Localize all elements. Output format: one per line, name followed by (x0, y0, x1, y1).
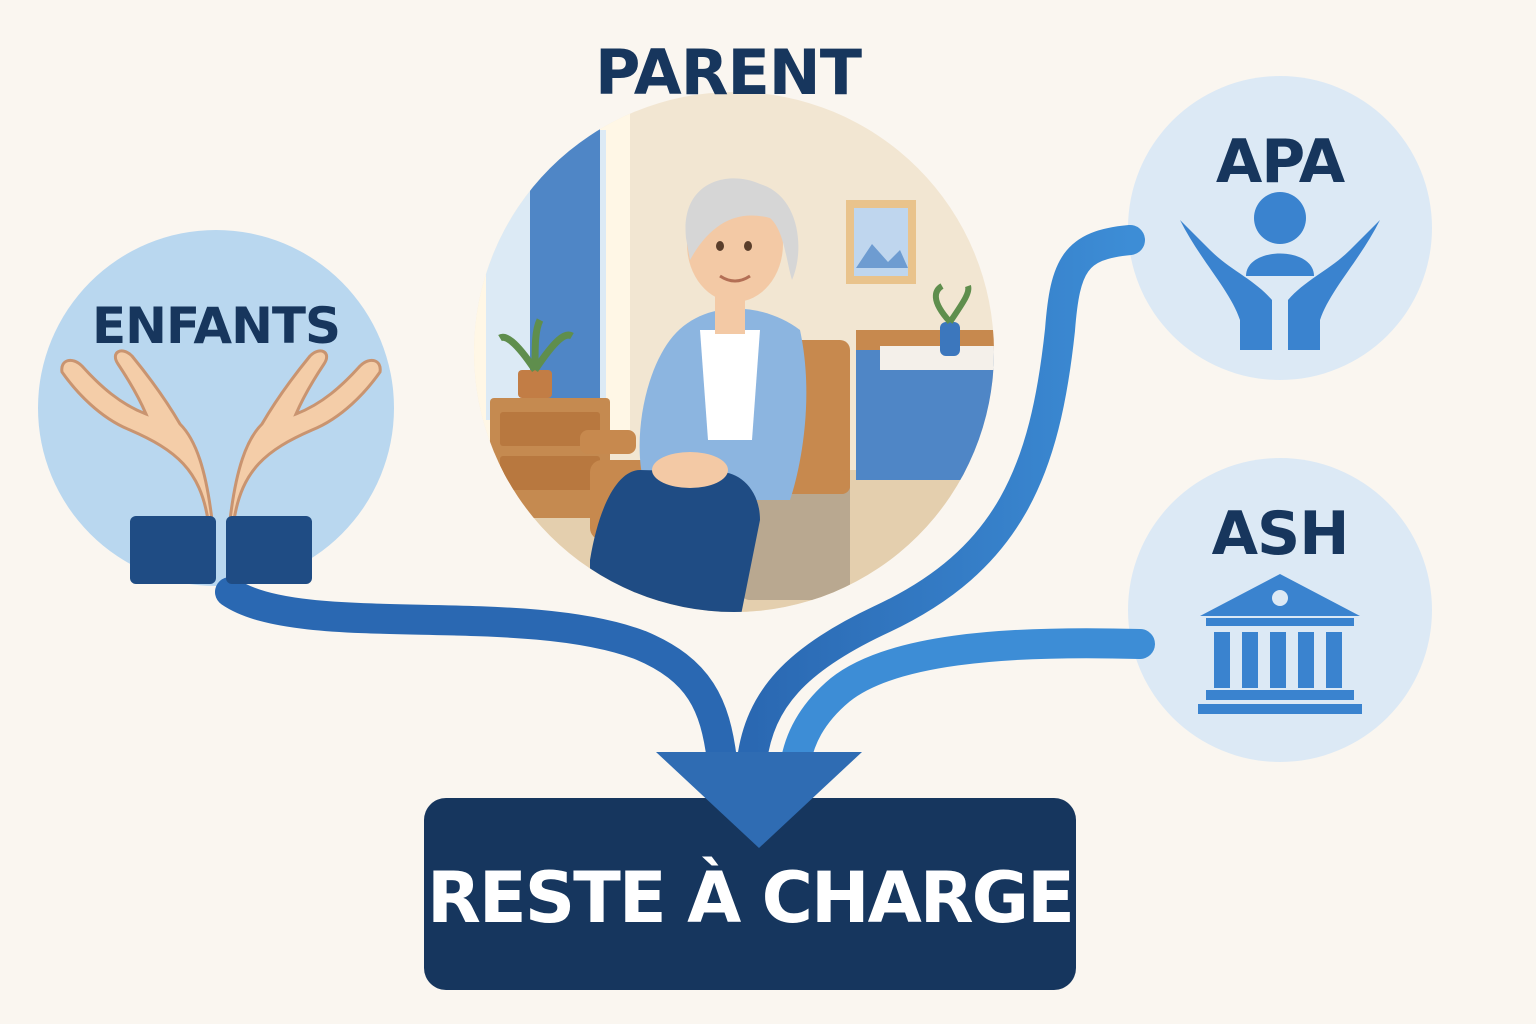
flow-ash (781, 628, 1155, 775)
arrow-head (656, 752, 862, 848)
ash-label: ASH (1211, 499, 1350, 569)
government-building-icon (1198, 574, 1362, 714)
parent-illustration (474, 92, 994, 612)
hands-holding-person-icon (1180, 192, 1380, 350)
open-hands-icon (60, 349, 382, 584)
result-label: RESTE À CHARGE (427, 857, 1075, 939)
parent-label: PARENT (594, 36, 862, 109)
enfants-label: ENFANTS (91, 297, 341, 355)
flow-arrows (215, 225, 1155, 775)
enfants-circle (38, 230, 394, 586)
apa-label: APA (1215, 127, 1345, 197)
flow-enfants (215, 577, 737, 775)
result-box (424, 798, 1076, 990)
flow-apa (737, 225, 1145, 775)
